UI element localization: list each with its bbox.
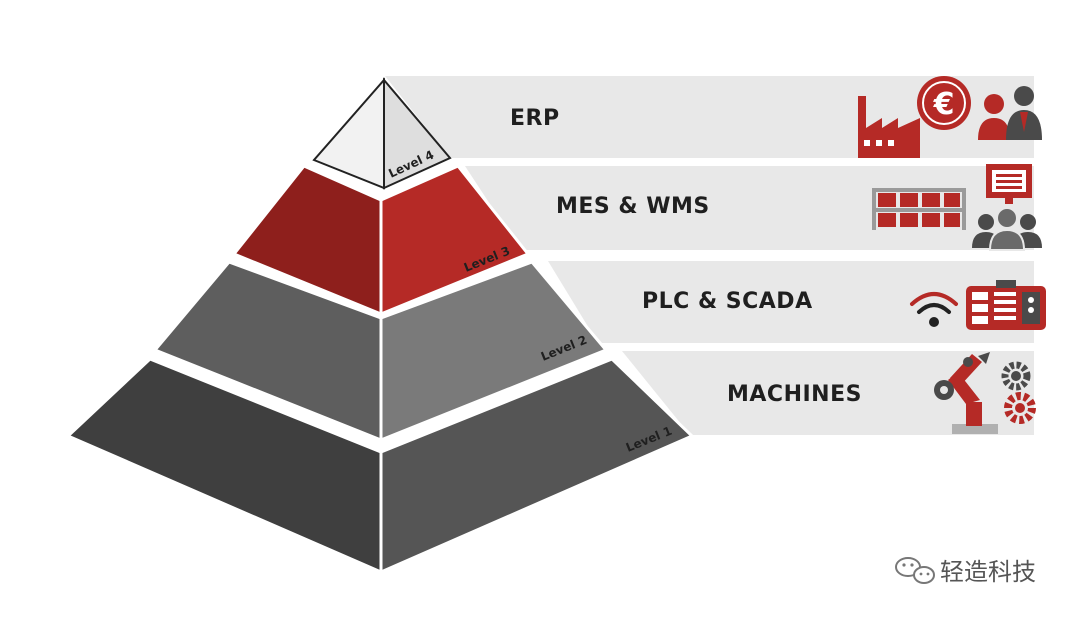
watermark-text: 轻造科技 bbox=[940, 558, 1036, 586]
level-3-right-face bbox=[379, 164, 531, 317]
pyramid-level-2: Level 2 bbox=[152, 260, 609, 443]
business-people-icon bbox=[978, 86, 1042, 140]
band-level-3: MES & WMS bbox=[465, 166, 1034, 250]
monitor-icon bbox=[986, 164, 1032, 204]
level-4-right-face bbox=[383, 77, 452, 190]
control-panel-icon bbox=[966, 280, 1046, 330]
band-label-mes-wms: MES & WMS bbox=[556, 194, 710, 219]
band-background bbox=[465, 166, 1034, 250]
watermark: 轻造科技 bbox=[895, 557, 1036, 586]
gears-icon bbox=[1001, 361, 1036, 424]
band-level-2: PLC & SCADA bbox=[548, 261, 1034, 343]
factory-icon bbox=[858, 96, 920, 158]
robot-arm-icon bbox=[934, 352, 998, 434]
band-background bbox=[548, 261, 1034, 343]
band-level-1: MACHINES bbox=[622, 351, 1034, 435]
pyramid-level-1: Level 1 bbox=[65, 357, 695, 575]
wechat-icon bbox=[895, 557, 935, 584]
band-background bbox=[622, 351, 1034, 435]
band-label-plc-scada: PLC & SCADA bbox=[642, 289, 813, 314]
svg-text:€: € bbox=[933, 87, 955, 122]
euro-coin-icon: € bbox=[917, 76, 971, 130]
band-label-machines: MACHINES bbox=[727, 382, 862, 407]
team-icon bbox=[972, 207, 1042, 251]
level-4-left-face bbox=[312, 77, 385, 190]
warehouse-shelf-icon bbox=[872, 188, 966, 230]
band-label-erp: ERP bbox=[510, 106, 560, 131]
wifi-signal-icon bbox=[910, 292, 958, 327]
pyramid-level-3: Level 3 bbox=[231, 164, 531, 317]
level-1-right-face bbox=[379, 357, 695, 575]
level-2-right-face bbox=[379, 260, 609, 443]
